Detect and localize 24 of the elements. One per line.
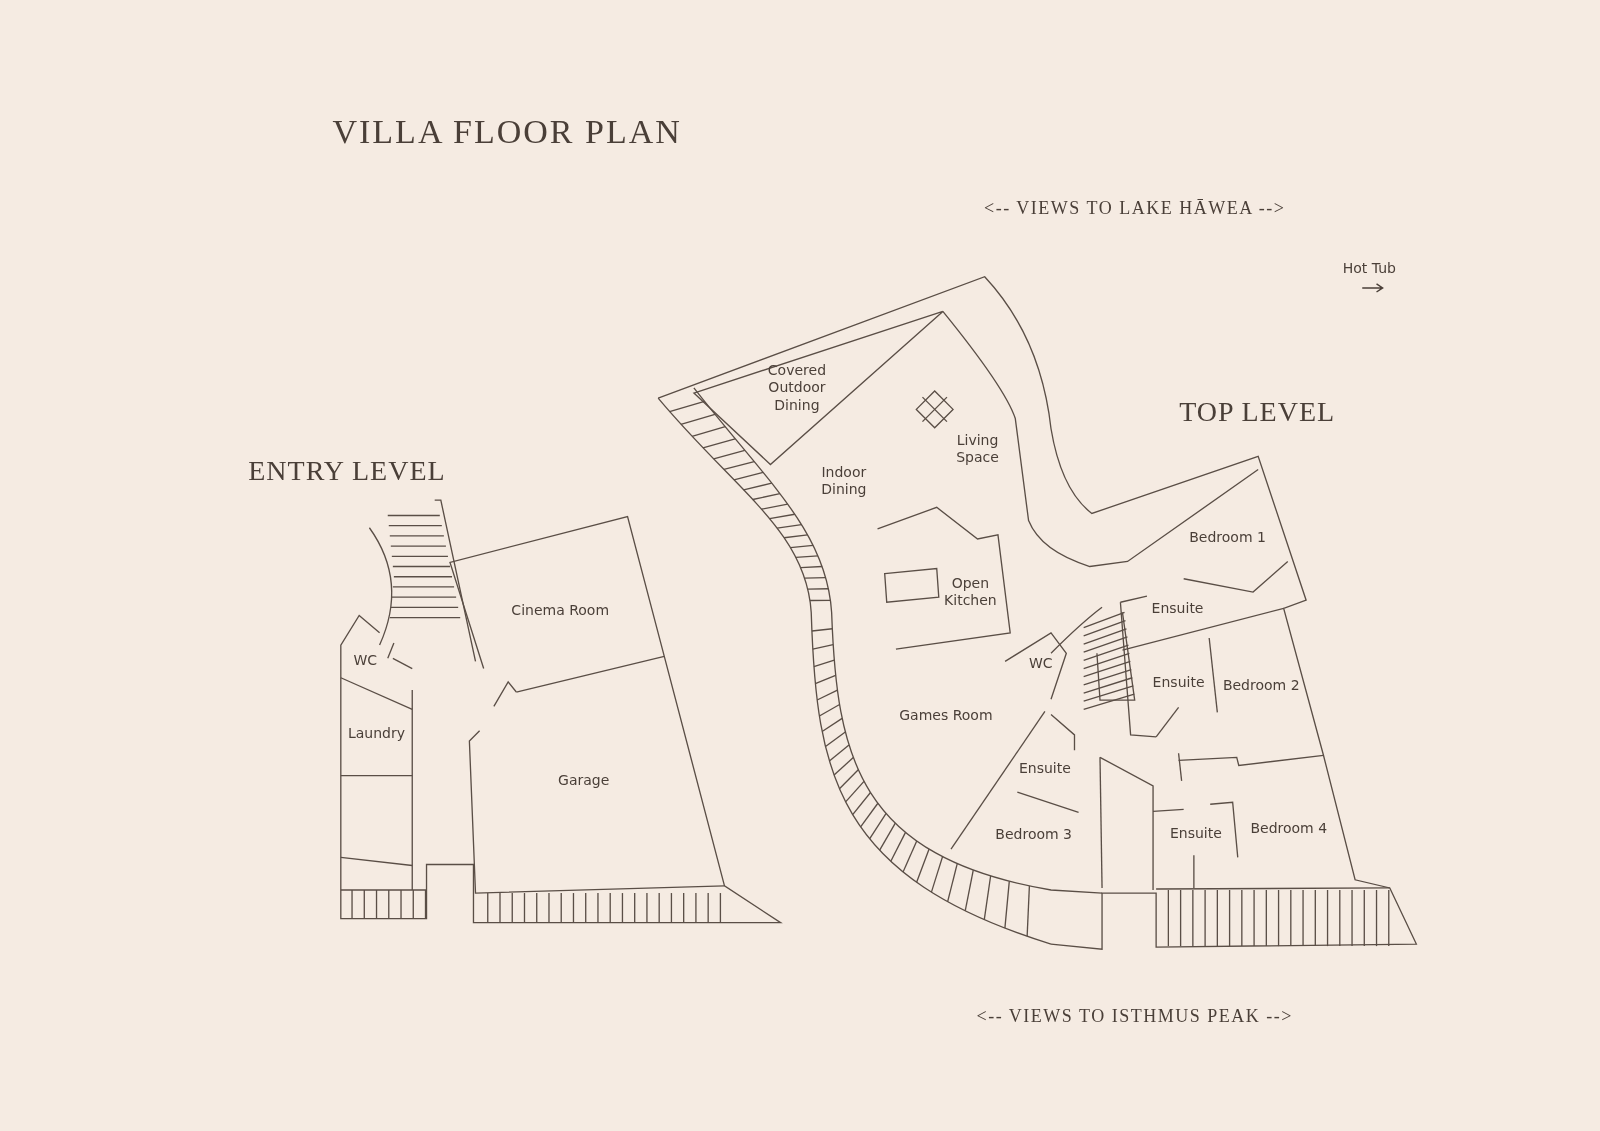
- room-label: Ensuite: [1152, 673, 1205, 692]
- room-label: Bedroom 2: [1222, 676, 1300, 695]
- room-label: Ensuite: [1169, 824, 1222, 843]
- level-heading: ENTRY LEVEL: [248, 453, 446, 488]
- room-label: Bedroom 3: [995, 825, 1072, 844]
- room-label: Games Room: [899, 707, 993, 726]
- room-label: Bedroom 1: [1189, 529, 1266, 547]
- area-label: Hot Tub: [1342, 260, 1396, 279]
- room-label: WC: [353, 652, 378, 670]
- room-label: Indoor Dining: [820, 463, 868, 499]
- level-heading: TOP LEVEL: [1179, 394, 1336, 429]
- room-label: Ensuite: [1151, 600, 1204, 618]
- room-label: Living Space: [955, 431, 1000, 467]
- room-label: WC: [1029, 655, 1053, 674]
- room-label: Open Kitchen: [943, 574, 998, 610]
- title: VILLA FLOOR PLAN: [332, 111, 682, 152]
- view-direction-label: <-- VIEWS TO LAKE HĀWEA -->: [984, 196, 1286, 220]
- room-label: Cinema Room: [511, 602, 610, 620]
- room-label: Ensuite: [1018, 760, 1071, 779]
- room-label: Garage: [558, 771, 610, 790]
- room-label: Covered Outdoor Dining: [766, 361, 828, 414]
- room-label: Laundry: [348, 724, 406, 743]
- room-label: Bedroom 4: [1250, 819, 1328, 838]
- view-direction-label: <-- VIEWS TO ISTHMUS PEAK -->: [976, 1005, 1293, 1028]
